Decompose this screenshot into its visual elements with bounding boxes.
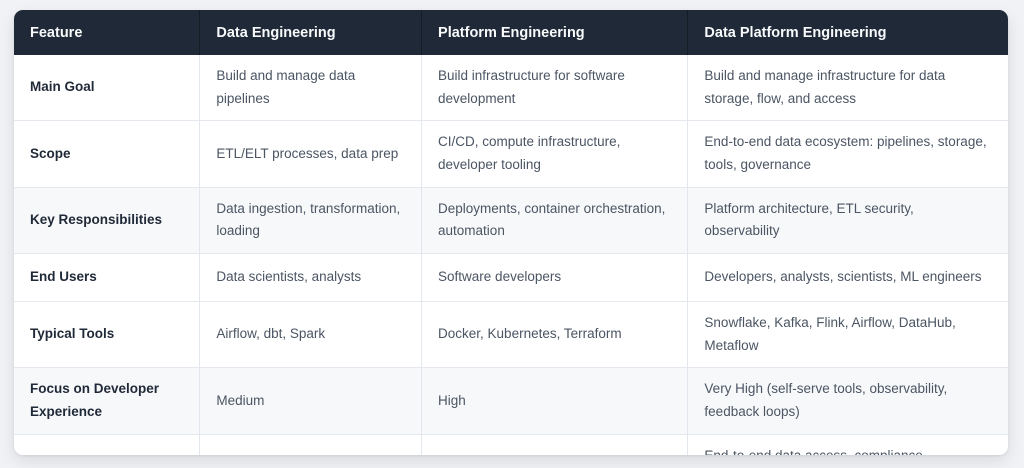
feature-cell: Key Responsibilities bbox=[14, 186, 200, 254]
comparison-table-card: Feature Data Engineering Platform Engine… bbox=[14, 10, 1008, 455]
value-cell: Build infrastructure for software develo… bbox=[421, 55, 688, 121]
table-row-scope: Scope ETL/ELT processes, data prep CI/CD… bbox=[14, 120, 1008, 188]
value-cell: Data ingestion, transformation, loading bbox=[199, 186, 422, 254]
table-row-security-compliance: Security & Compliance Limited to pipelin… bbox=[14, 433, 1008, 455]
value-cell: CI/CD, compute infrastructure, developer… bbox=[421, 120, 688, 188]
feature-cell: Security & Compliance bbox=[14, 433, 200, 455]
table-row-key-responsibilities: Key Responsibilities Data ingestion, tra… bbox=[14, 186, 1008, 254]
value-cell: Build and manage data pipelines bbox=[199, 55, 422, 121]
feature-cell: End Users bbox=[14, 253, 200, 302]
value-cell: Limited to pipeline level bbox=[199, 433, 422, 455]
value-cell: Platform architecture, ETL security, obs… bbox=[687, 186, 1008, 254]
table-row-end-users: End Users Data scientists, analysts Soft… bbox=[14, 253, 1008, 302]
value-cell: End-to-end data access, compliance, audi… bbox=[687, 433, 1008, 455]
value-cell: Airflow, dbt, Spark bbox=[199, 301, 422, 368]
value-cell: Build and manage infrastructure for data… bbox=[687, 55, 1008, 121]
column-header-data-platform-engineering: Data Platform Engineering bbox=[687, 10, 1008, 55]
value-cell: Medium bbox=[199, 367, 422, 435]
value-cell: End-to-end data ecosystem: pipelines, st… bbox=[687, 120, 1008, 188]
value-cell: High bbox=[421, 367, 688, 435]
value-cell: Snowflake, Kafka, Flink, Airflow, DataHu… bbox=[687, 301, 1008, 368]
value-cell: ETL/ELT processes, data prep bbox=[199, 120, 422, 188]
value-cell: Very High (self-serve tools, observabili… bbox=[687, 367, 1008, 435]
value-cell: Docker, Kubernetes, Terraform bbox=[421, 301, 688, 368]
column-header-data-engineering: Data Engineering bbox=[199, 10, 422, 55]
value-cell: Deployments, container orchestration, au… bbox=[421, 186, 688, 254]
value-cell: Data scientists, analysts bbox=[199, 253, 422, 302]
column-header-platform-engineering: Platform Engineering bbox=[421, 10, 688, 55]
table-row-focus-on-developer-experience: Focus on Developer Experience Medium Hig… bbox=[14, 367, 1008, 435]
column-header-feature: Feature bbox=[14, 10, 200, 55]
feature-cell: Focus on Developer Experience bbox=[14, 367, 200, 435]
comparison-table: Feature Data Engineering Platform Engine… bbox=[14, 10, 1008, 455]
table-row-typical-tools: Typical Tools Airflow, dbt, Spark Docker… bbox=[14, 301, 1008, 368]
table-row-main-goal: Main Goal Build and manage data pipeline… bbox=[14, 55, 1008, 121]
feature-cell: Main Goal bbox=[14, 55, 200, 121]
feature-cell: Scope bbox=[14, 120, 200, 188]
value-cell: Infra-level security bbox=[421, 433, 688, 455]
feature-cell: Typical Tools bbox=[14, 301, 200, 368]
table-header-row: Feature Data Engineering Platform Engine… bbox=[14, 10, 1008, 55]
value-cell: Developers, analysts, scientists, ML eng… bbox=[687, 253, 1008, 302]
value-cell: Software developers bbox=[421, 253, 688, 302]
